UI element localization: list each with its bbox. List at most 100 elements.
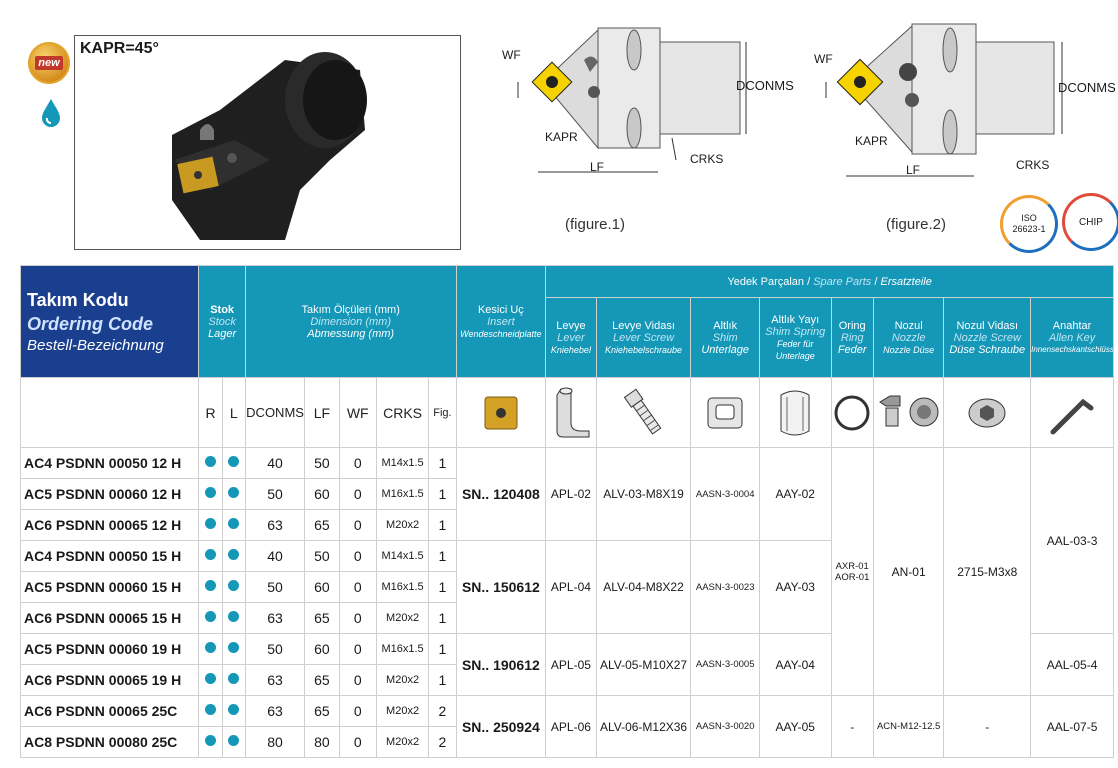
last-oring: - <box>830 695 874 758</box>
stock-dot-icon <box>228 549 240 560</box>
fig2-kapr-label: KAPR <box>855 134 888 148</box>
header-stock-tr: Stok <box>210 303 235 316</box>
table-row: AC5 PSDNN 00060 19 H 50 60 0 M16x1.5 1 S… <box>19 633 1114 696</box>
group-shim: AASN-3-0004 <box>690 447 760 541</box>
fig2-dconms-label: DCONMS <box>1058 80 1116 95</box>
row-lf: 65 <box>304 602 340 634</box>
row-dconms: 50 <box>244 571 306 603</box>
group-lever-screw: ALV-06-M12X36 <box>595 695 692 758</box>
part-en: Nozzle <box>891 331 926 344</box>
group-shim: AASN-3-0005 <box>690 633 760 696</box>
part-tr: Anahtar <box>1052 319 1092 332</box>
header-spare-en: Spare Parts <box>813 275 872 288</box>
row-crks: M20x2 <box>375 695 430 727</box>
stock-dot-icon <box>228 456 240 467</box>
stock-dot-icon <box>228 642 240 653</box>
fig2-wf-label: WF <box>814 52 833 66</box>
part-en: Allen Key <box>1048 331 1096 344</box>
row-crks: M14x1.5 <box>375 447 430 479</box>
part-tr: Levye Vidası <box>612 319 675 332</box>
part-de: Kniehebel <box>550 344 591 355</box>
stock-dot-icon <box>205 704 217 715</box>
row-lf: 50 <box>304 447 340 479</box>
part-en: Lever <box>557 331 585 344</box>
row-code: AC4 PSDNN 00050 12 H <box>19 447 200 479</box>
row-wf: 0 <box>338 571 377 603</box>
group-insert: SN.. 250924 <box>455 695 547 758</box>
shim-icon-cell <box>690 377 760 448</box>
row-code: AC5 PSDNN 00060 12 H <box>19 478 200 510</box>
row-dconms: 63 <box>244 664 306 696</box>
iso-badge-line2: 26623-1 <box>1012 224 1046 234</box>
col-dconms: DCONMS <box>244 377 306 448</box>
part-de: Düse Schraube <box>949 343 1026 356</box>
stock-dot-icon <box>205 580 217 591</box>
row-fig: 2 <box>428 726 457 758</box>
last-nozzle: ACN-M12-12.5 <box>872 695 945 758</box>
table-row: AC6 PSDNN 00065 19 H 63 65 0 M20x2 1 <box>19 664 1114 696</box>
figure-2-caption: (figure.2) <box>886 216 947 233</box>
lever-icon <box>556 387 590 437</box>
table-row: AC6 PSDNN 00065 12 H 63 65 0 M20x2 1 <box>19 509 1114 541</box>
lever-screw-icon <box>623 388 661 435</box>
row-lf: 65 <box>304 695 340 727</box>
fig2-lf-label: LF <box>906 163 921 177</box>
row-code: AC4 PSDNN 00050 15 H <box>19 540 200 572</box>
part-tr: Altlık <box>713 319 738 332</box>
stock-dot-icon <box>228 611 240 622</box>
stock-l-dot <box>221 540 246 572</box>
row-crks: M20x2 <box>375 664 430 696</box>
shared-key-a: AAL-03-3 <box>1030 447 1114 634</box>
oring-icon <box>834 395 870 430</box>
table-row: AC6 PSDNN 00065 25C 63 65 0 M20x2 2 SN..… <box>19 695 1114 758</box>
row-fig: 1 <box>428 602 457 634</box>
stock-header: Stok Stock Lager <box>198 265 246 378</box>
part-tr: Nozul Vidası <box>956 319 1019 332</box>
stock-r-dot <box>198 695 223 727</box>
insert-icon <box>484 396 518 429</box>
table-row: AC8 PSDNN 00080 25C 80 80 0 M20x2 2 <box>19 726 1114 758</box>
row-crks: M20x2 <box>375 602 430 634</box>
stock-l-dot <box>221 447 246 479</box>
row-fig: 1 <box>428 633 457 665</box>
figure-2-drawing <box>825 23 1063 177</box>
part-en: Ring <box>840 331 864 344</box>
part-de: Unterlage <box>701 343 750 356</box>
header-code-en: Ordering Code <box>27 313 154 334</box>
group-lever-screw: ALV-04-M8X22 <box>595 540 692 634</box>
group-shim-spring: AAY-02 <box>758 447 832 541</box>
row-wf: 0 <box>338 509 377 541</box>
blank-cell <box>19 377 200 448</box>
spare-parts-header: Yedek Parçalan / Spare Parts / Ersatztei… <box>545 265 1114 298</box>
row-wf: 0 <box>338 695 377 727</box>
row-code: AC6 PSDNN 00065 25C <box>19 695 200 727</box>
group-lever: APL-05 <box>545 633 597 696</box>
allen-key-icon-cell <box>1030 377 1114 448</box>
group-shim: AASN-3-0023 <box>690 540 760 634</box>
header-dim-tr: Takım Ölçüleri (mm) <box>301 303 400 316</box>
row-crks: M16x1.5 <box>375 571 430 603</box>
group-lever-screw: ALV-05-M10X27 <box>595 633 692 696</box>
stock-dot-icon <box>228 487 240 498</box>
tool-holder-image <box>172 52 367 240</box>
stock-dot-icon <box>228 518 240 529</box>
row-dconms: 63 <box>244 695 306 727</box>
row-wf: 0 <box>338 540 377 572</box>
last-nozzle-screw: - <box>943 695 1032 758</box>
ordering-table: Takım Kodu Ordering Code Bestell-Bezeich… <box>19 265 1114 758</box>
shim-spring-icon-cell <box>758 377 832 448</box>
kapr-label: KAPR=45° <box>80 40 159 57</box>
figure-1-drawing <box>517 27 747 173</box>
stock-dot-icon <box>205 735 217 746</box>
row-dconms: 40 <box>244 447 306 479</box>
header-dim-en: Dimension (mm) <box>310 315 392 328</box>
row-code: AC6 PSDNN 00065 15 H <box>19 602 200 634</box>
stock-l-dot <box>221 571 246 603</box>
insert-icon-cell <box>455 377 547 448</box>
ordering-code-header: Takım Kodu Ordering Code Bestell-Bezeich… <box>19 265 200 378</box>
iso-badge-line1: ISO <box>1021 213 1037 223</box>
